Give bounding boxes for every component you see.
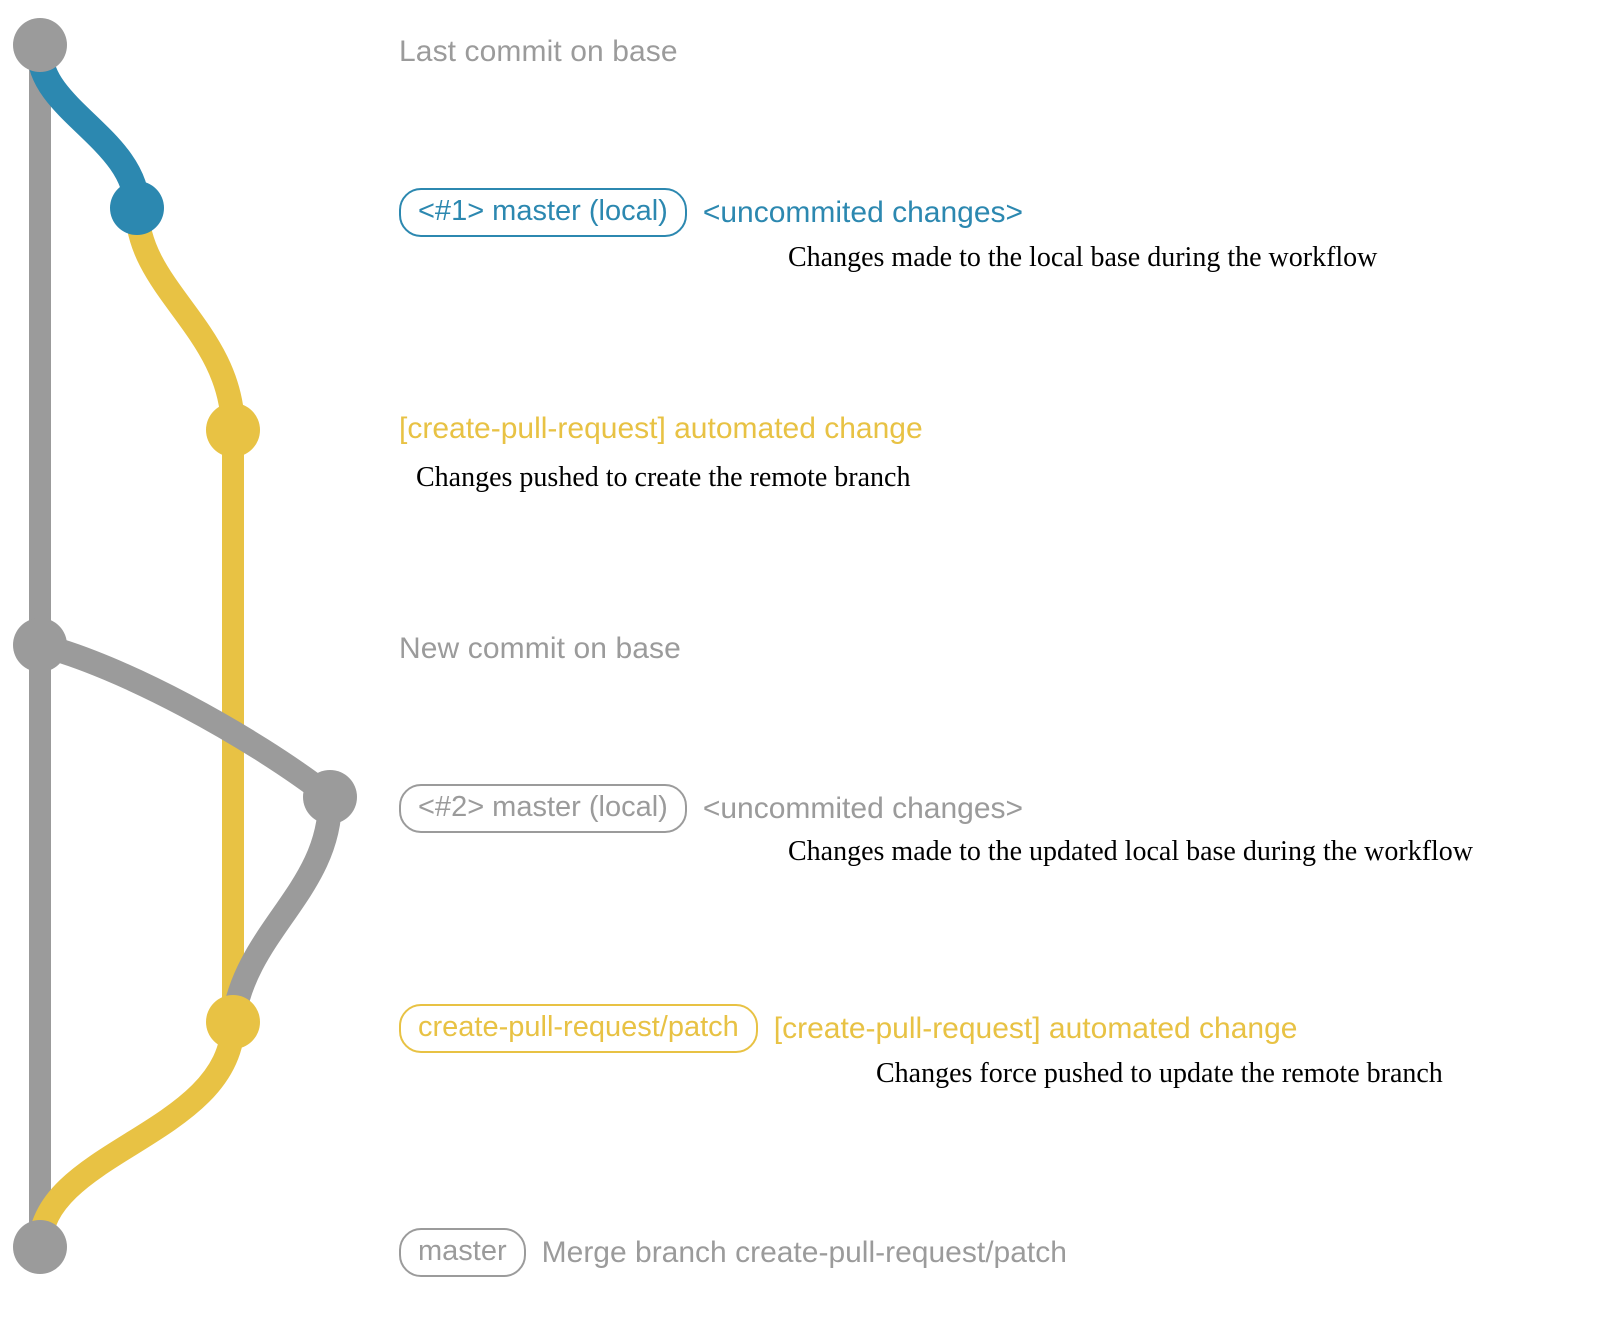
new-commit-on-base-label: New commit on base bbox=[399, 632, 681, 665]
automated-change-1-description: Changes pushed to create the remote bran… bbox=[416, 462, 911, 493]
edge-local1-to-patch1 bbox=[125, 196, 245, 442]
last-commit-on-base-row: Last commit on base bbox=[399, 35, 678, 69]
uncommited-changes-label-2: <uncommited changes> bbox=[702, 791, 1024, 825]
automated-change-1-label: [create-pull-request] automated change bbox=[399, 412, 923, 445]
master-local-1-row: <#1> master (local) <uncommited changes> bbox=[399, 188, 1023, 237]
automated-change-1-row: [create-pull-request] automated change bbox=[399, 414, 923, 444]
commit-node-last-commit-on-base[interactable] bbox=[13, 18, 67, 72]
merge-commit-row: master Merge branch create-pull-request/… bbox=[399, 1228, 1067, 1277]
automated-change-2-description: Changes force pushed to update the remot… bbox=[876, 1058, 1443, 1089]
automated-change-2-label: [create-pull-request] automated change bbox=[773, 1011, 1298, 1045]
commit-node-master-local-1[interactable] bbox=[110, 181, 164, 235]
commit-node-merge[interactable] bbox=[13, 1220, 67, 1274]
last-commit-on-base-label: Last commit on base bbox=[399, 35, 678, 68]
commit-node-automated-change-2[interactable] bbox=[206, 995, 260, 1049]
commit-node-master-local-2[interactable] bbox=[303, 770, 357, 824]
master-local-2-description: Changes made to the updated local base d… bbox=[788, 836, 1474, 867]
commit-graph bbox=[13, 18, 357, 1274]
edge-patch2-to-merge bbox=[28, 1010, 245, 1259]
edge-local2-to-patch2 bbox=[221, 785, 343, 1034]
commit-node-new-commit-on-base[interactable] bbox=[13, 618, 67, 672]
edge-base-to-local1 bbox=[27, 39, 150, 221]
branch-badge-create-pull-request-patch[interactable]: create-pull-request/patch bbox=[399, 1004, 758, 1053]
branch-badge-master-local-1[interactable]: <#1> master (local) bbox=[399, 188, 687, 237]
commit-node-automated-change-1[interactable] bbox=[206, 403, 260, 457]
master-local-2-row: <#2> master (local) <uncommited changes> bbox=[399, 784, 1023, 833]
new-commit-on-base-row: New commit on base bbox=[399, 632, 681, 666]
branch-badge-master-local-2[interactable]: <#2> master (local) bbox=[399, 784, 687, 833]
automated-change-2-row: create-pull-request/patch [create-pull-r… bbox=[399, 1004, 1297, 1053]
branch-badge-master[interactable]: master bbox=[399, 1228, 526, 1277]
edge-base2-to-local2 bbox=[28, 633, 342, 809]
uncommited-changes-label-1: <uncommited changes> bbox=[702, 195, 1024, 229]
master-local-1-description: Changes made to the local base during th… bbox=[788, 242, 1378, 273]
merge-commit-label: Merge branch create-pull-request/patch bbox=[541, 1235, 1067, 1269]
